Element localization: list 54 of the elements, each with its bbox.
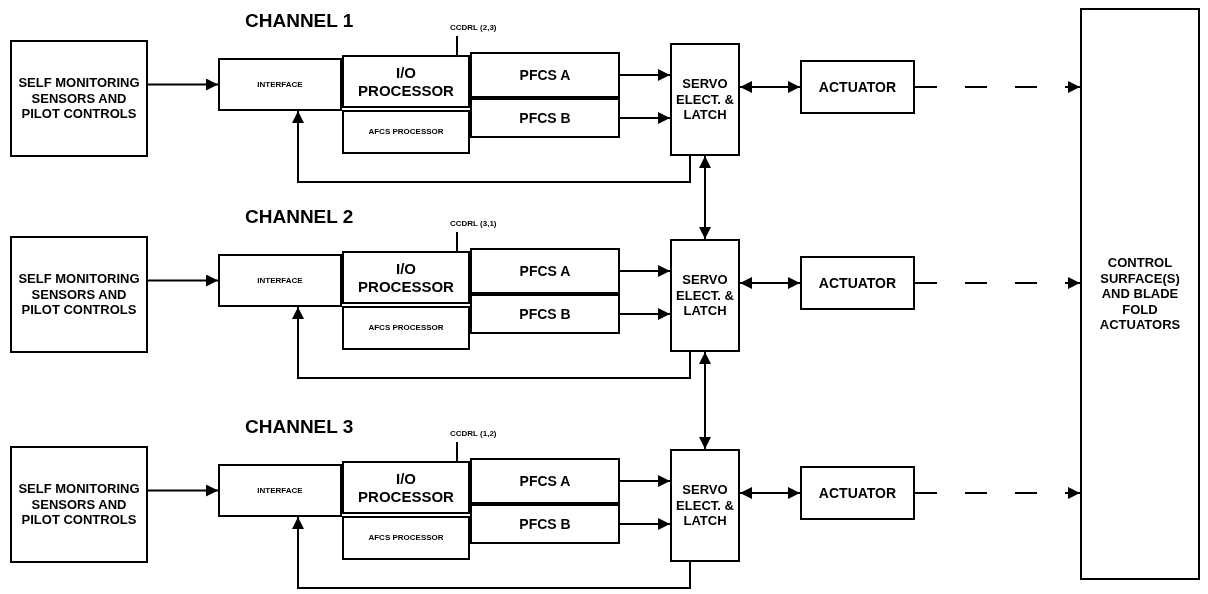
actuator-box: ACTUATOR [800,466,915,520]
bus-label: CCDRL (2,3) [444,20,526,36]
sensor-box: SELF MONITORING SENSORS AND PILOT CONTROLS [10,446,148,563]
arrow [739,487,801,499]
arrow [619,308,671,320]
arrow [147,274,219,287]
connector-line [456,35,458,56]
arrow [292,110,691,183]
connector-line [456,231,458,252]
computer-box: PFCS A [470,52,620,98]
connector-line [456,441,458,462]
processor-box: I/O PROCESSOR [342,461,470,514]
arrow [619,112,671,124]
arrow [147,78,219,91]
computer-box: PFCS B [470,294,620,334]
arrow [292,306,691,379]
channel-heading: CHANNEL 3 [245,416,354,438]
arrow [739,277,801,289]
servo-box: SERVO ELECT. & LATCH [670,43,740,156]
arrow [619,69,671,81]
arrow [619,518,671,530]
computer-box: PFCS A [470,248,620,294]
processor-box: AFCS PROCESSOR [342,110,470,154]
actuator-box: ACTUATOR [800,256,915,310]
computer-box: PFCS B [470,504,620,544]
arrow [699,351,711,450]
sensor-box: SELF MONITORING SENSORS AND PILOT CONTROLS [10,236,148,353]
servo-box: SERVO ELECT. & LATCH [670,449,740,562]
channel-heading: CHANNEL 1 [245,10,354,32]
arrow [699,155,711,240]
processor-box: I/O PROCESSOR [342,55,470,108]
arrow [292,516,691,589]
servo-box: SERVO ELECT. & LATCH [670,239,740,352]
processor-box: AFCS PROCESSOR [342,516,470,560]
computer-box: PFCS B [470,98,620,138]
processor-box: I/O PROCESSOR [342,251,470,304]
interface-box: INTERFACE [218,464,342,517]
arrow [619,475,671,487]
bus-label: CCDRL (1,2) [444,426,526,442]
sensor-box: SELF MONITORING SENSORS AND PILOT CONTROLS [10,40,148,157]
dashed-arrow [914,487,1081,499]
dashed-arrow [914,81,1081,93]
interface-box: INTERFACE [218,254,342,307]
bus-label: CCDRL (3,1) [444,216,526,232]
computer-box: PFCS A [470,458,620,504]
channel-heading: CHANNEL 2 [245,206,354,228]
dashed-arrow [914,277,1081,289]
arrow [739,81,801,93]
control-surface-box: CONTROL SURFACE(S) AND BLADE FOLD ACTUATORS [1080,8,1200,580]
arrow [619,265,671,277]
processor-box: AFCS PROCESSOR [342,306,470,350]
actuator-box: ACTUATOR [800,60,915,114]
arrow [147,484,219,497]
interface-box: INTERFACE [218,58,342,111]
